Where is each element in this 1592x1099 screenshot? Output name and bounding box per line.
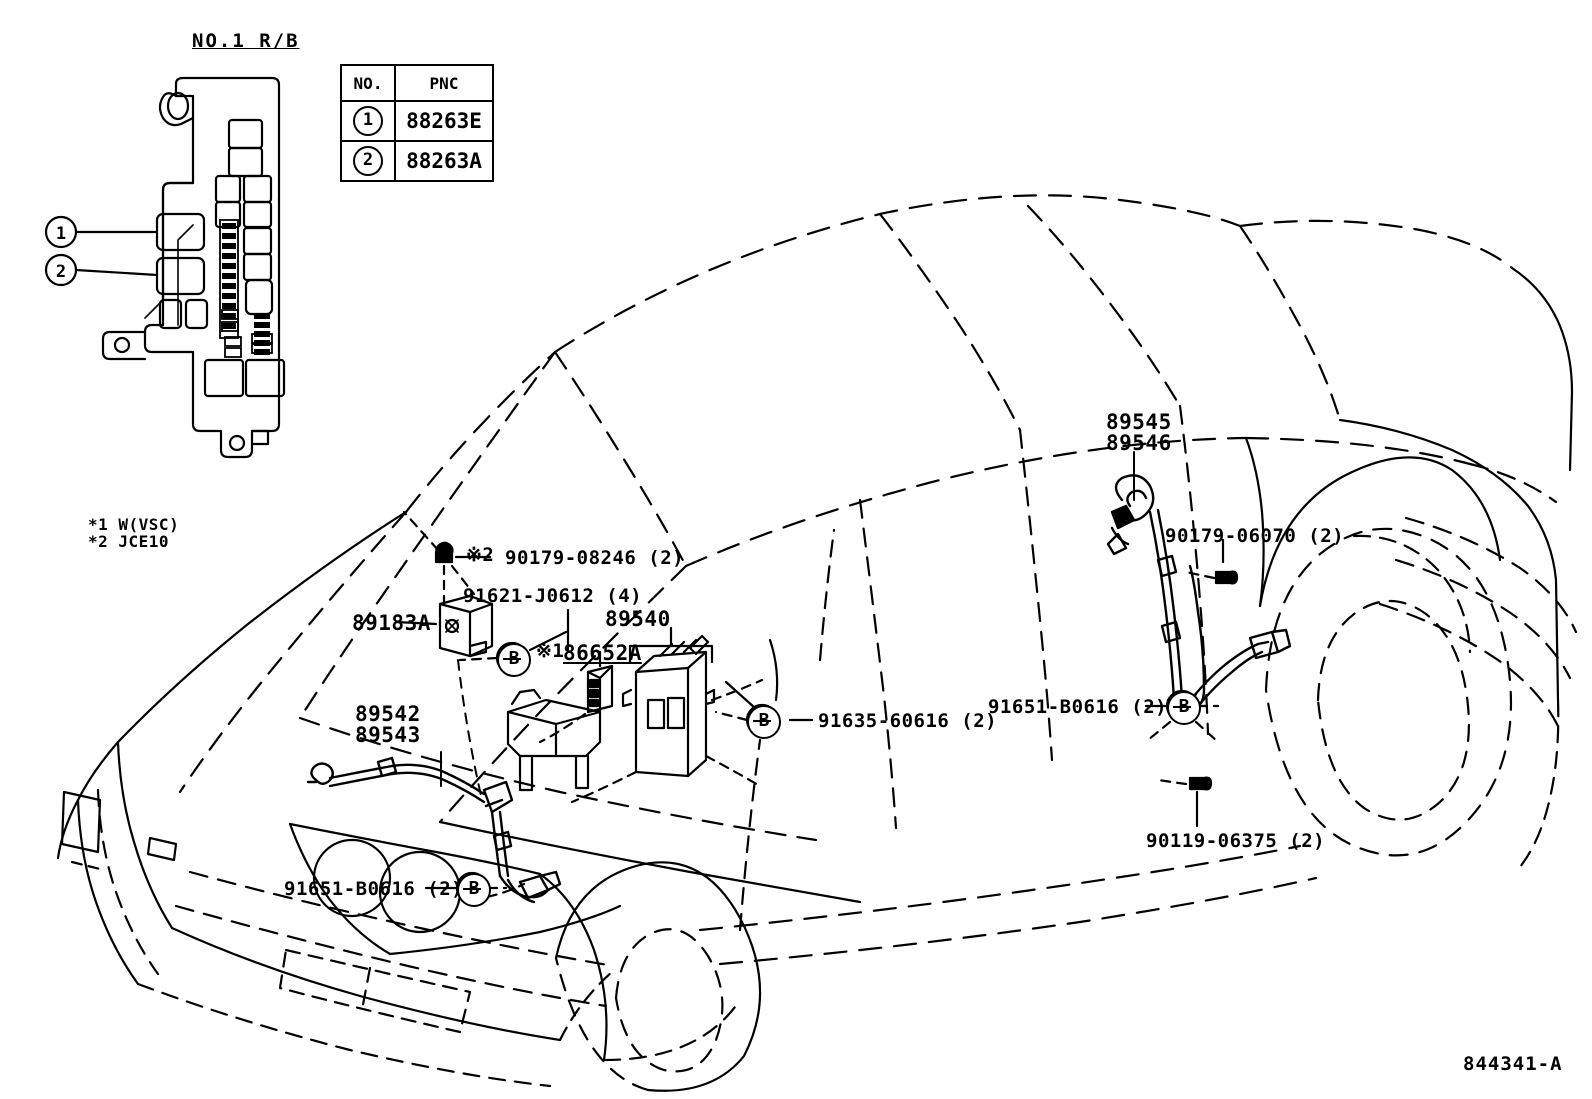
pnc-row-2-no: 2 xyxy=(340,140,396,182)
circled-number-2: 2 xyxy=(353,146,383,176)
footnote-2: *2 JCE10 xyxy=(88,532,170,551)
callout-90179-08246-star: ※2 xyxy=(466,544,495,566)
pnc-table-row: 2 88263A xyxy=(340,140,494,182)
marker-b-91651-front: B xyxy=(457,873,491,907)
pnc-row-1-pnc: 88263E xyxy=(394,100,494,142)
callout-91651-B0616-front: 91651-B0616 (2) xyxy=(284,878,464,900)
pnc-header-pnc: PNC xyxy=(394,64,494,102)
svg-text:2: 2 xyxy=(56,262,66,282)
svg-text:1: 1 xyxy=(56,224,66,244)
relay-box-title: NO.1 R/B xyxy=(192,30,300,52)
marker-b-91635: B xyxy=(747,705,781,739)
callout-91651-B0616-rear: 91651-B0616 (2) xyxy=(988,696,1168,718)
pnc-table: NO. PNC 1 88263E 2 88263A xyxy=(340,64,494,182)
callout-90119-06375: 90119-06375 (2) xyxy=(1146,830,1326,852)
callout-91635-60616: 91635-60616 (2) xyxy=(818,710,998,732)
callout-89542: 89542 xyxy=(355,702,421,726)
callout-89183A: 89183A xyxy=(352,611,431,635)
callout-86652A: 86652A xyxy=(563,641,642,665)
callout-89540: 89540 xyxy=(605,607,671,631)
pnc-table-row: 1 88263E xyxy=(340,100,494,142)
drawing-number: 844341-A xyxy=(1463,1053,1563,1075)
callout-89545: 89545 xyxy=(1106,410,1172,434)
callout-86652A-star: ※1 xyxy=(536,640,565,662)
circled-number-1: 1 xyxy=(353,106,383,136)
pnc-table-header-row: NO. PNC xyxy=(340,64,494,102)
callout-89543: 89543 xyxy=(355,723,421,747)
callout-89546: 89546 xyxy=(1106,431,1172,455)
callout-90179-08246: 90179-08246 (2) xyxy=(505,547,685,569)
marker-b-91621: B xyxy=(497,643,531,677)
pnc-row-1-no: 1 xyxy=(340,100,396,142)
callout-91621-J0612: 91621-J0612 (4) xyxy=(463,585,643,607)
pnc-row-2-pnc: 88263A xyxy=(394,140,494,182)
callout-90179-06070: 90179-06070 (2) xyxy=(1165,525,1345,547)
footnote-1: *1 W(VSC) xyxy=(88,515,180,534)
marker-b-91651-rear: B xyxy=(1167,691,1201,725)
pnc-header-no: NO. xyxy=(340,64,396,102)
